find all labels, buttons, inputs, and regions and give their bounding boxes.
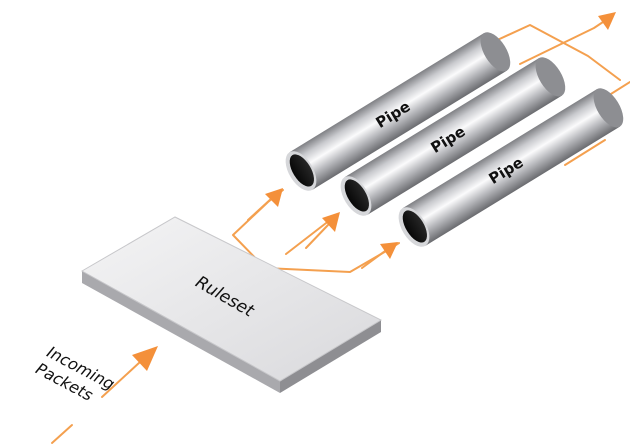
pipe-1-body xyxy=(289,33,507,190)
pipe-1: Pipe xyxy=(285,32,511,191)
pipe-3-body xyxy=(402,89,620,246)
arrow-into-pipe-1 xyxy=(247,188,283,221)
ruleset-box: Ruleset xyxy=(80,216,383,393)
pipe-3-back-end xyxy=(593,88,624,128)
flow-line-bottom-right xyxy=(564,139,606,166)
pipe-2: Pipe xyxy=(340,57,566,216)
incoming-packets-label: Incoming Packets xyxy=(33,342,118,405)
ruleset-side-face xyxy=(82,271,280,393)
ruleset-front-face xyxy=(280,320,381,393)
flow-line-top-loop xyxy=(479,24,621,81)
ruleset-top-face xyxy=(80,216,383,382)
pipe-2-opening xyxy=(344,179,369,212)
pipe-1-opening xyxy=(289,154,314,187)
arrow-output xyxy=(598,12,616,30)
pipe-input-arrows xyxy=(247,12,616,269)
pipe-2-body xyxy=(344,58,562,215)
pipe-2-back-end xyxy=(535,57,566,97)
flow-line-right-branch xyxy=(264,242,400,273)
pipe-3: Pipe xyxy=(398,88,624,247)
arrow-into-pipe-3 xyxy=(361,242,398,269)
arrow-into-pipe-2 xyxy=(305,212,340,249)
flow-line-output xyxy=(519,15,613,65)
pipe-3-opening xyxy=(402,210,427,243)
pipe-1-back-end xyxy=(480,32,511,72)
incoming-arrow xyxy=(51,346,158,444)
